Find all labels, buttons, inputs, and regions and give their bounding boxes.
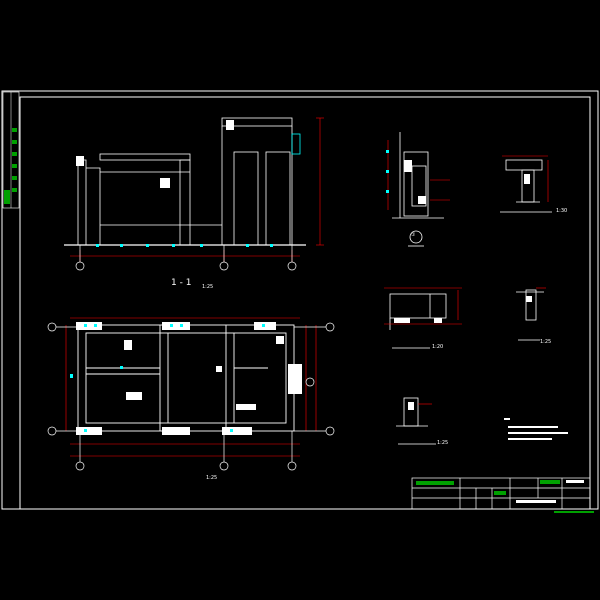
notes-area [504, 418, 568, 440]
drawing-frame [1, 90, 599, 510]
beam-detail-view [384, 287, 462, 349]
binding-strip [2, 91, 20, 209]
beam-detail-scale: 1:20 [432, 344, 444, 350]
small-detail-view [396, 397, 436, 445]
detail-1-view [386, 132, 450, 247]
section-1-1-scale: 1:25 [202, 284, 214, 290]
plan-view [47, 317, 335, 471]
detail-1-marker: ① [411, 232, 416, 238]
a-a-detail-view [516, 287, 546, 341]
small-detail-scale: 1:25 [437, 440, 449, 446]
section-1-1-title: 1 - 1 [171, 278, 192, 288]
title-block [411, 477, 594, 513]
plan-view-scale: 1:25 [206, 475, 218, 481]
ll2-detail-view [500, 155, 552, 213]
ll2-detail-scale: 1:30 [556, 208, 568, 214]
section-1-1-view [64, 117, 324, 271]
a-a-detail-scale: 1:25 [540, 339, 552, 345]
